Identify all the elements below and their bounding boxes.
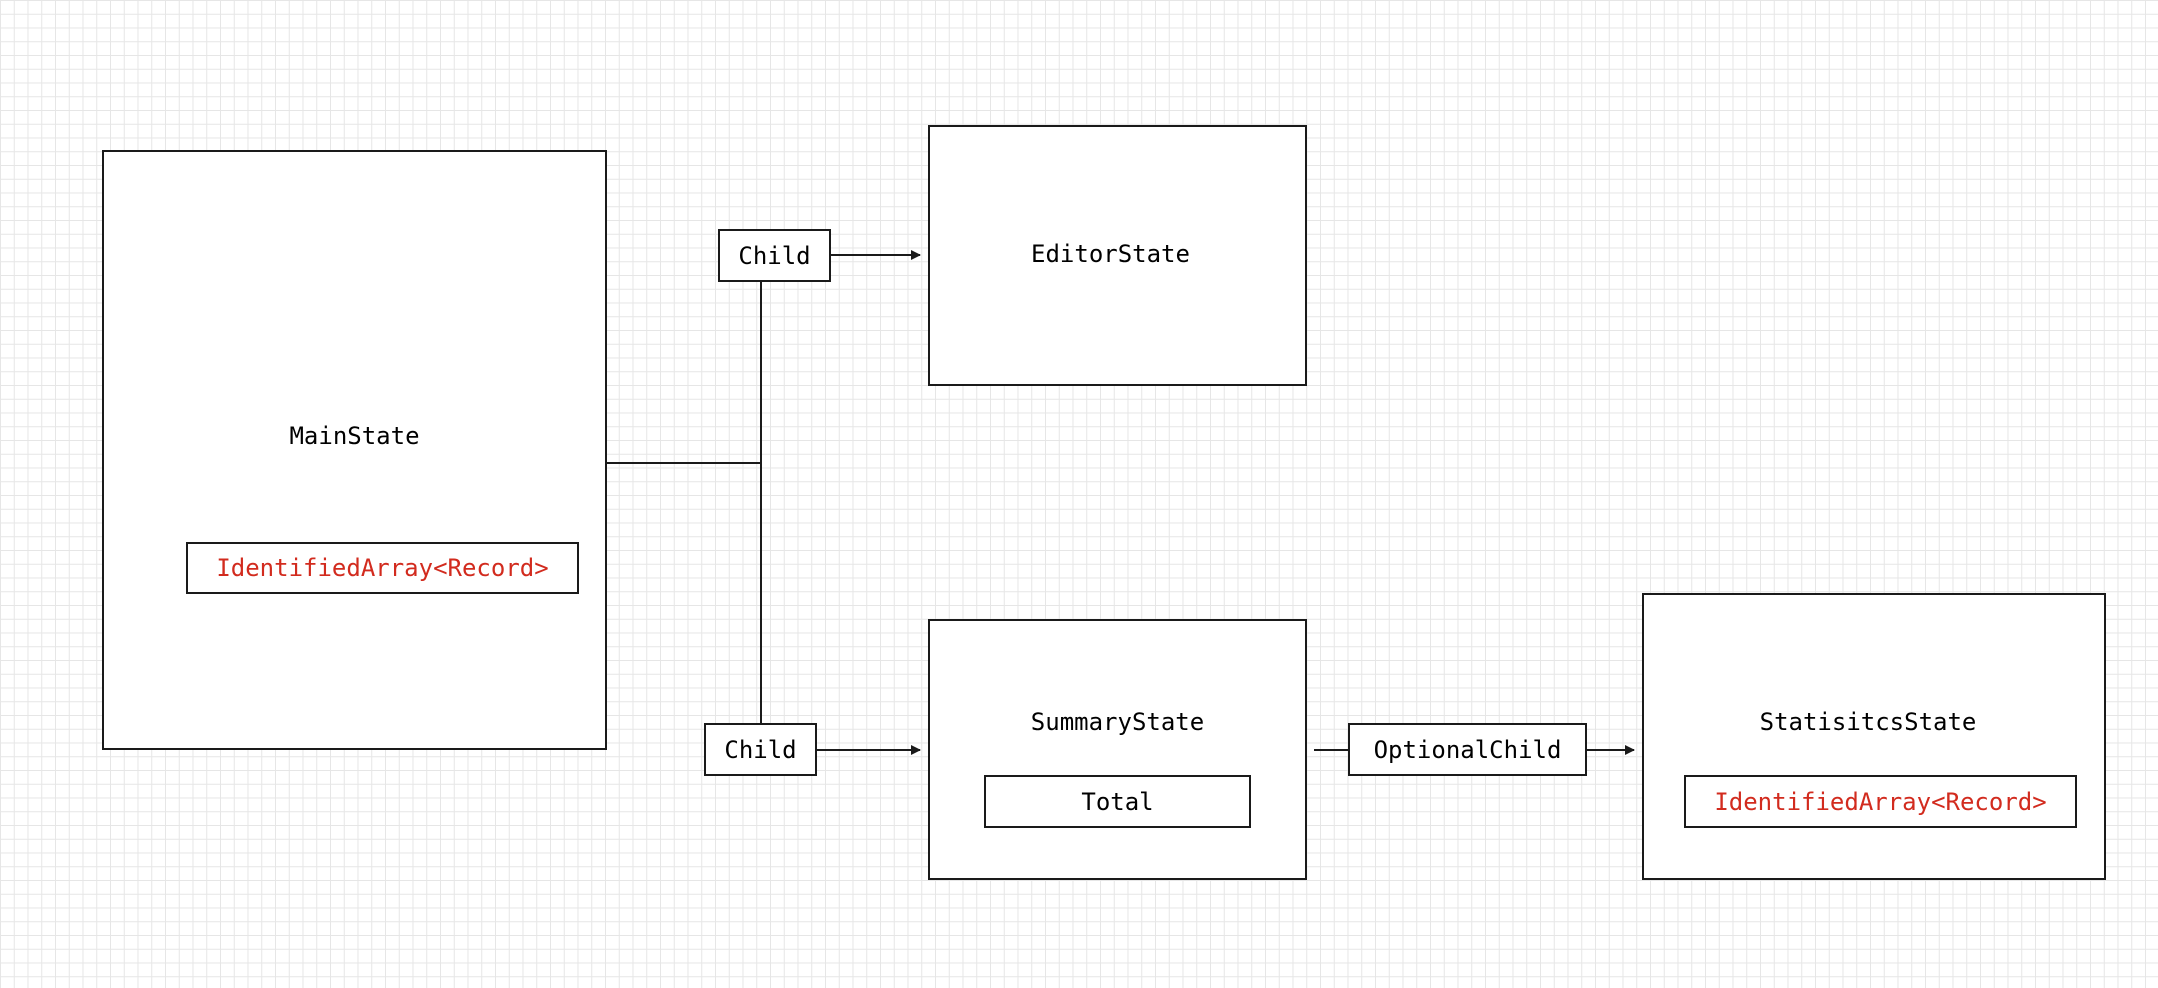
optional-child-edge-label: OptionalChild xyxy=(1348,723,1587,776)
main-state-title: MainState xyxy=(289,422,420,450)
editor-state-box xyxy=(928,125,1307,386)
main-state-box xyxy=(102,150,607,750)
summary-state-field: Total xyxy=(984,775,1251,828)
main-state-field: IdentifiedArray<Record> xyxy=(186,542,579,594)
summary-state-box xyxy=(928,619,1307,880)
child-edge-label-editor: Child xyxy=(718,229,831,282)
summary-state-title: SummaryState xyxy=(1030,708,1205,736)
statistics-state-title: StatisitcsState xyxy=(1759,708,1977,736)
statistics-state-box xyxy=(1642,593,2106,880)
child-edge-label-summary: Child xyxy=(704,723,817,776)
editor-state-title: EditorState xyxy=(1031,240,1190,268)
statistics-state-field: IdentifiedArray<Record> xyxy=(1684,775,2077,828)
